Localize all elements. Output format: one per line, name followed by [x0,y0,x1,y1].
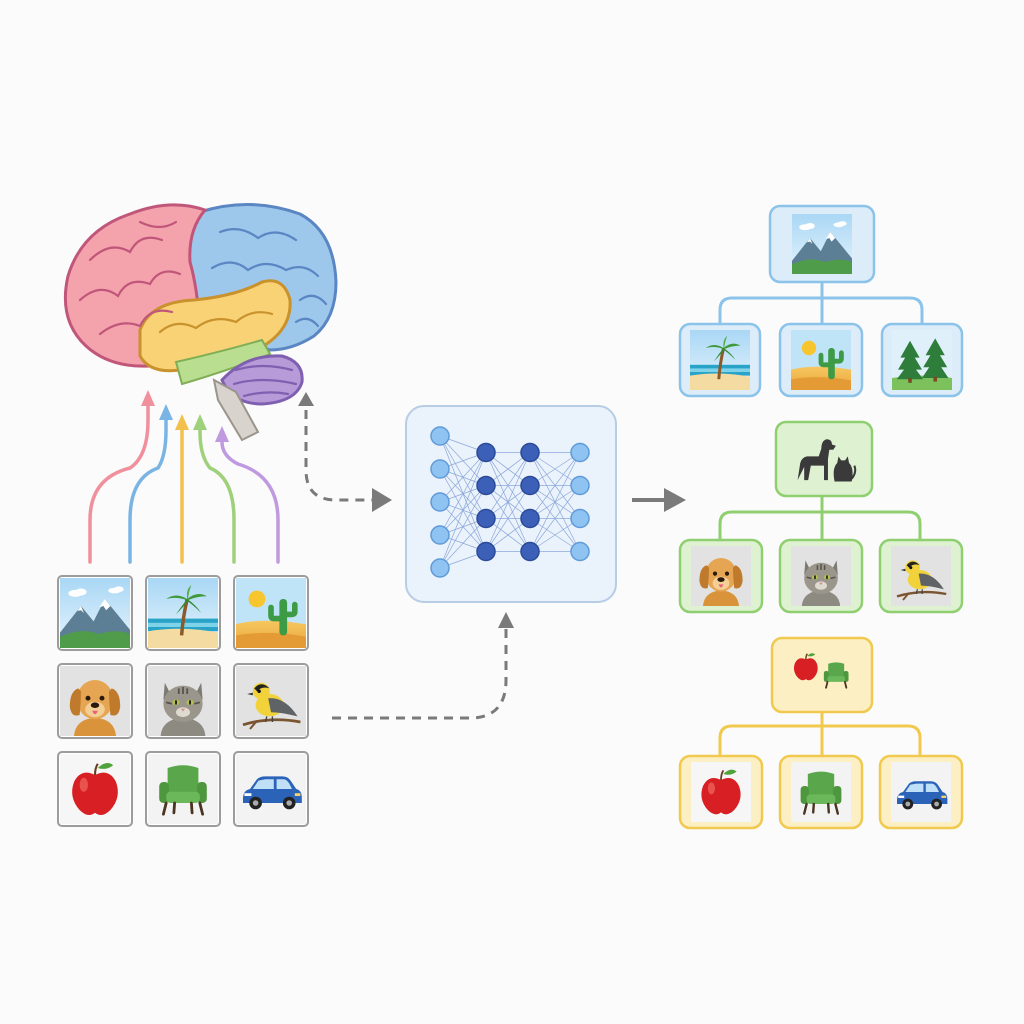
armchair-icon [791,762,851,822]
network-edge [439,518,487,569]
cat-icon [791,546,851,606]
grid-tile-car [233,751,309,827]
grid-tile-chair [145,751,221,827]
car-icon [236,754,306,824]
palm-beach-icon [148,578,218,648]
network-node [430,492,450,512]
network-node [570,475,590,496]
network-edge [529,452,581,486]
brain-stem [212,378,260,442]
grid-tile-dog [57,663,133,739]
mountain-icon [60,578,130,648]
arrow-pink [88,398,150,564]
tree-child-cat [778,538,864,614]
arrow-blue [128,412,168,564]
desert-cactus-icon [791,330,851,390]
hierarchy-animals [678,420,964,614]
network-node [570,442,590,463]
network-edge [529,452,581,519]
dog-icon [60,666,130,736]
network-nodes [430,426,590,578]
cat-icon [148,666,218,736]
grid-tile-apple [57,751,133,827]
network-edge [439,485,487,569]
network-node [430,525,450,545]
tree-child-apple [678,754,764,830]
bird-icon [891,546,951,606]
tree-parent-animals [774,420,874,498]
palm-beach-icon [688,330,752,390]
neural-network-panel [405,405,617,603]
grid-tile-desert [233,575,309,651]
network-node [570,541,590,562]
network-node [520,442,540,463]
tree-child-car [878,754,964,830]
hierarchy-objects [678,636,964,830]
network-edge [529,452,581,552]
hierarchy-scenes [678,204,964,398]
brain-illustration [63,202,338,442]
network-node [476,508,496,529]
dashed-connectors [304,410,508,720]
brain-folds [78,220,328,398]
tree-child-beach [678,322,762,398]
network-node [476,541,496,562]
mountain-icon [792,214,852,274]
arrow-purple [220,434,280,564]
input-arrowheads [141,390,229,442]
grid-tile-beach [145,575,221,651]
tree-parent-scenes [768,204,876,284]
tree-child-chair [778,754,864,830]
network-node [430,426,450,446]
input-image-grid [57,575,309,827]
dog-icon [691,546,751,606]
apple-icon [60,754,130,824]
brain-band [174,338,272,386]
tree-lines-animals [718,494,922,540]
grid-tile-bird [233,663,309,739]
desert-cactus-icon [236,578,306,648]
tree-parent-objects [770,636,874,714]
network-node [520,508,540,529]
dashed-grid-to-network [332,628,508,720]
network-edge [485,452,531,519]
pine-forest-icon [892,330,952,390]
tree-lines-objects [718,712,922,756]
network-node [430,558,450,578]
tree-child-dog [678,538,764,614]
dashed-arrowheads [298,392,514,628]
network-edge [485,452,531,552]
network-edge [439,452,487,569]
network-node [476,475,496,496]
grid-tile-mountain [57,575,133,651]
network-edge [439,452,487,536]
output-arrow [632,488,686,512]
armchair-icon [148,754,218,824]
tree-child-bird [878,538,964,614]
network-edge [439,452,487,503]
network-edge [485,485,531,552]
network-node [520,541,540,562]
car-icon [891,762,951,822]
network-node [520,475,540,496]
arrow-green [198,422,236,564]
network-edge [529,485,581,552]
tree-child-desert [778,322,864,398]
apple-icon [691,762,751,822]
network-edge [529,518,581,552]
network-node [476,442,496,463]
input-arrows [88,398,280,564]
network-node [570,508,590,529]
tree-child-forest [880,322,964,398]
network-node [430,459,450,479]
grid-tile-cat [145,663,221,739]
tree-lines-scenes [718,282,924,324]
dashed-brain-to-network [304,410,372,502]
bird-icon [236,666,306,736]
